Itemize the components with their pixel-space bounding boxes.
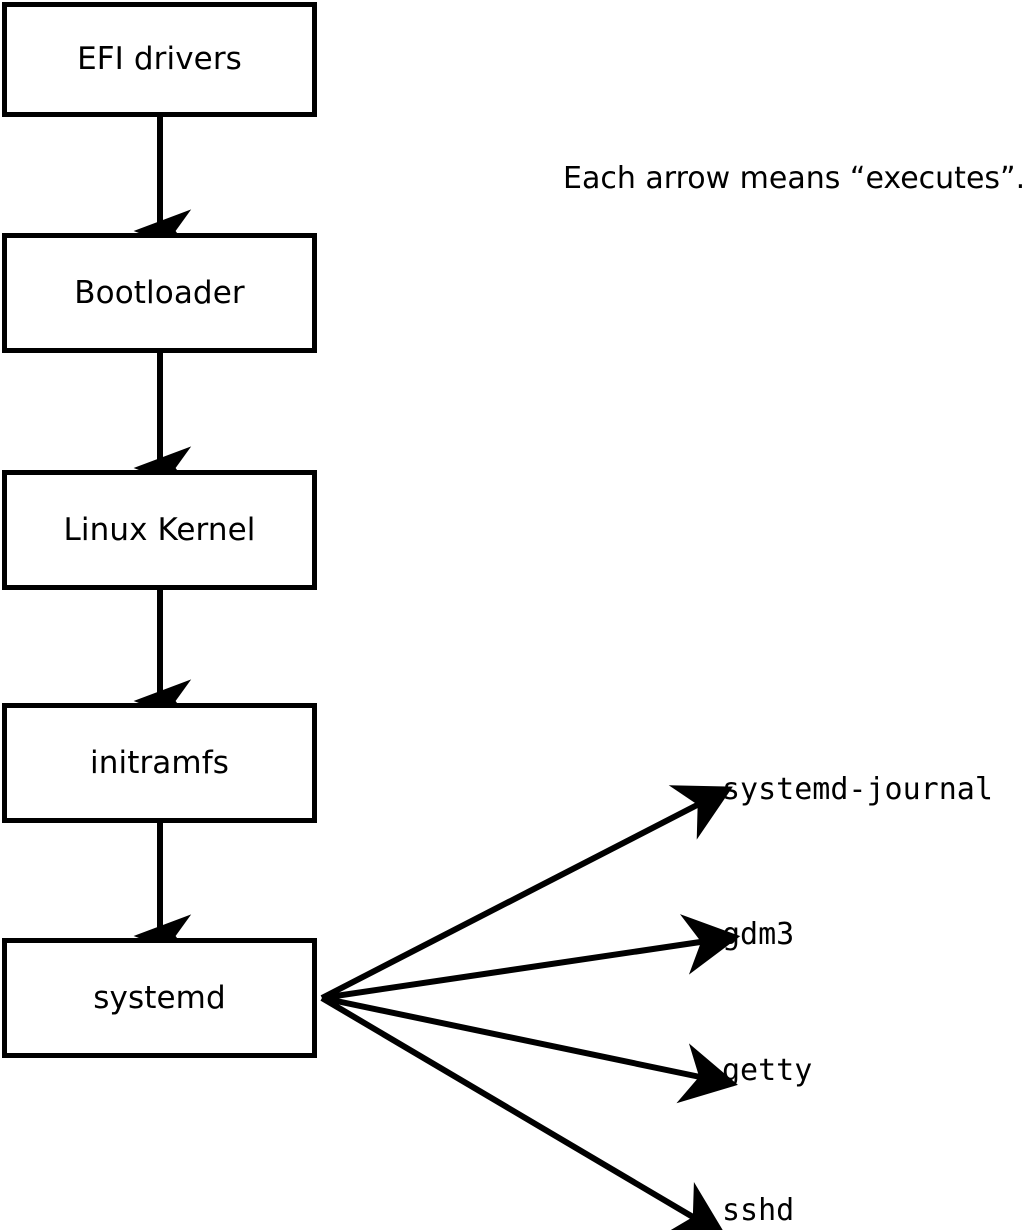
node-box-linux-kernel[interactable]: Linux Kernel	[2, 470, 317, 590]
node-box-systemd[interactable]: systemd	[2, 938, 317, 1058]
node-label-initramfs: initramfs	[90, 744, 229, 781]
node-label-systemd: systemd	[93, 979, 226, 1016]
service-label-sshd[interactable]: sshd	[722, 1193, 795, 1228]
fanout-arrow-group	[320, 785, 741, 1230]
service-label-getty[interactable]: getty	[722, 1053, 813, 1088]
node-box-bootloader[interactable]: Bootloader	[2, 233, 317, 353]
node-label-bootloader: Bootloader	[74, 274, 245, 311]
arrow-systemd-to-gdm3	[321, 914, 741, 1001]
service-label-systemd-journal[interactable]: systemd-journal	[722, 772, 993, 807]
arrow-systemd-to-systemd-journal	[320, 785, 733, 1001]
node-label-efi-drivers: EFI drivers	[77, 41, 242, 77]
arrow-systemd-to-sshd	[320, 995, 727, 1230]
arrow-systemd-to-getty	[321, 995, 738, 1104]
node-box-initramfs[interactable]: initramfs	[2, 703, 317, 823]
service-label-gdm3[interactable]: gdm3	[722, 917, 795, 952]
node-box-efi-drivers[interactable]: EFI drivers	[2, 2, 317, 117]
node-label-linux-kernel: Linux Kernel	[63, 511, 256, 548]
legend-note: Each arrow means “executes”.	[563, 161, 1023, 196]
